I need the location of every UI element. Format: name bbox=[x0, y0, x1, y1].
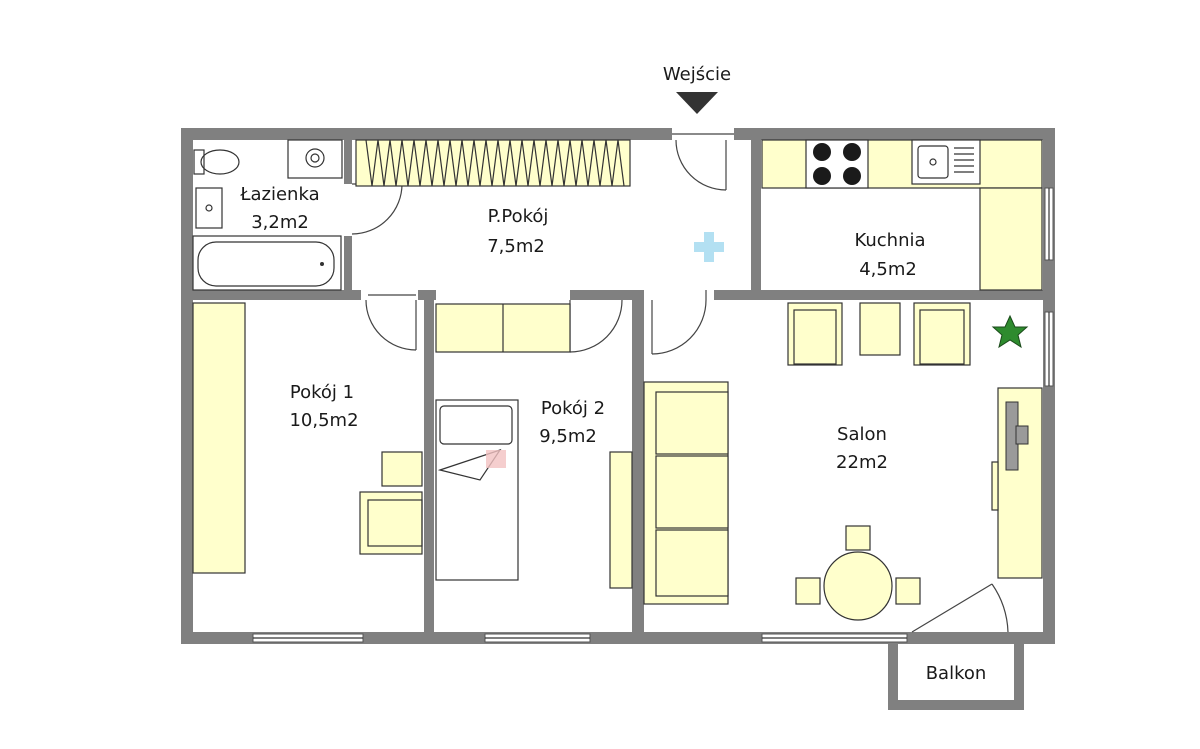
wall-bath-1 bbox=[344, 140, 352, 184]
wall-mid-1 bbox=[181, 290, 361, 300]
room-name-balcony: Balkon bbox=[926, 663, 987, 684]
wall-mid-3 bbox=[570, 290, 632, 300]
kitchen-fixtures bbox=[761, 139, 1043, 291]
washing-machine bbox=[287, 139, 343, 179]
room-name-room2: Pokój 2 bbox=[541, 398, 605, 419]
dining-chair-right bbox=[895, 577, 921, 605]
bathroom-fixtures bbox=[192, 139, 343, 291]
kitchen-sink bbox=[911, 139, 981, 185]
wall-left bbox=[181, 128, 193, 644]
wall-balcony-right bbox=[1014, 632, 1024, 710]
wall-mid-4 bbox=[714, 290, 1055, 300]
wall-mid-2 bbox=[418, 290, 436, 300]
labels: Wejście Łazienka 3,2m2 P.Pokój 7,5m2 Kuc… bbox=[239, 64, 986, 684]
side-table-salon bbox=[859, 302, 901, 356]
desk-room1 bbox=[381, 451, 423, 487]
wall-top-right bbox=[734, 128, 1055, 140]
armchair-room1 bbox=[359, 491, 423, 555]
wardrobe-room1 bbox=[192, 302, 246, 574]
room-area-living: 22m2 bbox=[836, 452, 888, 473]
wall-room2-salon bbox=[632, 290, 644, 634]
toilet bbox=[200, 149, 240, 175]
wall-balcony-bottom bbox=[888, 700, 1024, 710]
tv-unit bbox=[997, 387, 1043, 579]
windows bbox=[252, 187, 1054, 643]
salon-furniture bbox=[643, 302, 1043, 621]
room-name-kitchen: Kuchnia bbox=[854, 230, 925, 251]
wall-room1-room2 bbox=[424, 300, 434, 634]
wall-balcony-left bbox=[888, 632, 898, 710]
bathroom-sink bbox=[195, 187, 223, 229]
dining-chair-left bbox=[795, 577, 821, 605]
room-name-hall: P.Pokój bbox=[488, 206, 549, 227]
wall-top-left bbox=[181, 128, 672, 140]
bed-room2 bbox=[435, 399, 519, 581]
room2-furniture bbox=[435, 303, 633, 589]
entrance-label: Wejście bbox=[663, 64, 731, 85]
hall-wardrobe bbox=[355, 139, 631, 187]
star-icon bbox=[991, 314, 1029, 349]
armchair-salon-2 bbox=[913, 302, 971, 366]
balcony-door bbox=[911, 583, 993, 633]
room-area-kitchen: 4,5m2 bbox=[859, 259, 917, 280]
room-area-room1: 10,5m2 bbox=[289, 410, 358, 431]
dining-chair-top bbox=[845, 525, 871, 551]
room-name-bathroom: Łazienka bbox=[239, 184, 319, 205]
armchair-salon-1 bbox=[787, 302, 843, 366]
shelf-room2 bbox=[609, 451, 633, 589]
room-name-room1: Pokój 1 bbox=[290, 382, 354, 403]
bathtub bbox=[192, 235, 342, 291]
room-name-living: Salon bbox=[837, 424, 887, 445]
kitchen-counter-side bbox=[979, 187, 1043, 291]
room-area-bathroom: 3,2m2 bbox=[251, 212, 309, 233]
plus-icon bbox=[694, 232, 724, 262]
dining-table bbox=[823, 551, 893, 621]
room1-furniture bbox=[192, 302, 423, 574]
kitchen-counter bbox=[761, 139, 1043, 189]
wall-bath-2 bbox=[344, 236, 352, 292]
entrance-arrow-icon bbox=[676, 92, 718, 114]
wall-kitchen-left bbox=[751, 128, 761, 300]
room-area-room2: 9,5m2 bbox=[539, 426, 597, 447]
room-area-hall: 7,5m2 bbox=[487, 236, 545, 257]
